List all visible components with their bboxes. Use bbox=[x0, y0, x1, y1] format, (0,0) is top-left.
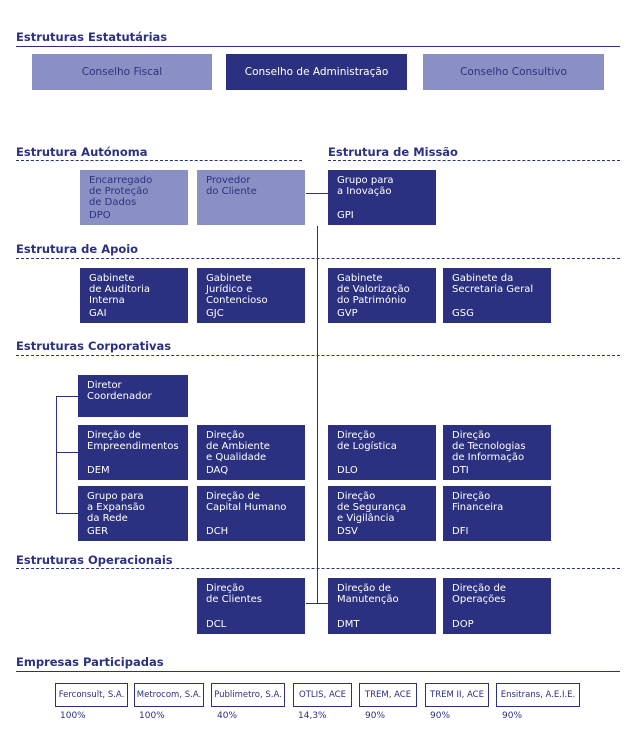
section-divider bbox=[328, 160, 620, 161]
unit-box-dmt: Direção de Manutenção DMT bbox=[328, 578, 436, 634]
section-corporativas: Estruturas Corporativas bbox=[16, 339, 172, 353]
main-spine-line bbox=[317, 226, 318, 604]
unit-name: Direção de Segurança e Vigilância bbox=[337, 491, 407, 524]
section-estatutarias: Estruturas Estatutárias bbox=[16, 30, 168, 44]
unit-code: DCH bbox=[206, 526, 229, 537]
unit-box-dpo: Encarregado de Proteção de Dados DPO bbox=[80, 170, 188, 225]
company-share-ferconsult: 100% bbox=[60, 711, 86, 721]
section-operacionais: Estruturas Operacionais bbox=[16, 553, 173, 567]
unit-code: GJC bbox=[206, 308, 224, 319]
unit-name: Grupo para a Expansão da Rede bbox=[87, 491, 145, 524]
unit-name: Direção de Operações bbox=[452, 583, 506, 605]
section-participadas: Empresas Participadas bbox=[16, 655, 164, 669]
bracket-top-line bbox=[56, 396, 78, 397]
unit-name: Direção de Capital Humano bbox=[206, 491, 287, 513]
unit-name: Grupo para a Inovação bbox=[337, 175, 394, 197]
section-divider bbox=[16, 568, 620, 569]
section-apoio: Estrutura de Apoio bbox=[16, 242, 139, 256]
company-share-ensitrans: 90% bbox=[502, 711, 523, 721]
bracket-mid-line bbox=[56, 452, 78, 453]
unit-code: DOP bbox=[452, 619, 474, 630]
section-divider bbox=[16, 46, 620, 47]
unit-code: GSG bbox=[452, 308, 474, 319]
unit-box-gvp: Gabinete de Valorização do Património GV… bbox=[328, 268, 436, 323]
unit-name: Gabinete de Valorização do Património bbox=[337, 273, 410, 306]
company-share-otlis: 14,3% bbox=[298, 711, 327, 721]
company-ferconsult: Ferconsult, S.A. bbox=[55, 683, 128, 707]
section-autonoma: Estrutura Autónoma bbox=[16, 145, 148, 159]
company-metrocom: Metrocom, S.A. bbox=[134, 683, 204, 707]
company-share-publimetro: 40% bbox=[217, 711, 238, 721]
unit-code: DSV bbox=[337, 526, 358, 537]
unit-box-gsg: Gabinete da Secretaria Geral GSG bbox=[443, 268, 551, 323]
unit-code: GPI bbox=[337, 210, 354, 221]
unit-box-gai: Gabinete de Auditoria Interna GAI bbox=[80, 268, 188, 323]
company-otlis: OTLIS, ACE bbox=[293, 683, 352, 707]
unit-name: Provedor do Cliente bbox=[206, 175, 257, 197]
unit-code: DPO bbox=[89, 210, 111, 221]
unit-code: DEM bbox=[87, 465, 110, 476]
unit-name: Diretor Coordenador bbox=[87, 380, 152, 402]
unit-name: Direção de Ambiente e Qualidade bbox=[206, 430, 270, 463]
section-missao: Estrutura de Missão bbox=[328, 145, 458, 159]
unit-code: DTI bbox=[452, 465, 469, 476]
unit-name: Direção de Tecnologias de Informação bbox=[452, 430, 526, 463]
unit-code: DMT bbox=[337, 619, 360, 630]
company-ensitrans: Ensitrans, A.E.I.E. bbox=[496, 683, 580, 707]
unit-name: Direção de Clientes bbox=[206, 583, 262, 605]
unit-box-dcl: Direção de Clientes DCL bbox=[197, 578, 305, 634]
unit-box-dch: Direção de Capital Humano DCH bbox=[197, 486, 305, 541]
unit-box-ger: Grupo para a Expansão da Rede GER bbox=[78, 486, 188, 541]
conselho-fiscal-box: Conselho Fiscal bbox=[32, 54, 212, 90]
unit-name: Direção de Logística bbox=[337, 430, 397, 452]
unit-name: Direção de Empreendimentos bbox=[87, 430, 179, 452]
unit-box-dsv: Direção de Segurança e Vigilância DSV bbox=[328, 486, 436, 541]
unit-box-provedor: Provedor do Cliente bbox=[197, 170, 305, 225]
company-trem: TREM, ACE bbox=[359, 683, 417, 707]
unit-box-diretor: Diretor Coordenador bbox=[78, 375, 188, 417]
unit-box-dfi: Direção Financeira DFI bbox=[443, 486, 551, 541]
unit-name: Encarregado de Proteção de Dados bbox=[89, 175, 153, 208]
unit-code: GVP bbox=[337, 308, 358, 319]
company-publimetro: Publimetro, S.A. bbox=[211, 683, 285, 707]
company-share-metrocom: 100% bbox=[139, 711, 165, 721]
unit-box-dem: Direção de Empreendimentos DEM bbox=[78, 425, 188, 480]
unit-code: DAQ bbox=[206, 465, 229, 476]
unit-code: DLO bbox=[337, 465, 358, 476]
dmt-connector-line bbox=[306, 603, 328, 604]
unit-name: Gabinete de Auditoria Interna bbox=[89, 273, 151, 306]
section-divider bbox=[16, 258, 620, 259]
unit-code: GER bbox=[87, 526, 109, 537]
unit-name: Gabinete Jurídico e Contencioso bbox=[206, 273, 268, 306]
unit-box-dti: Direção de Tecnologias de Informação DTI bbox=[443, 425, 551, 480]
unit-name: Gabinete da Secretaria Geral bbox=[452, 273, 534, 295]
left-bracket-line bbox=[56, 396, 57, 513]
unit-box-gpi: Grupo para a Inovação GPI bbox=[328, 170, 436, 225]
section-divider bbox=[16, 671, 620, 672]
unit-box-gjc: Gabinete Jurídico e Contencioso GJC bbox=[197, 268, 305, 323]
unit-box-dlo: Direção de Logística DLO bbox=[328, 425, 436, 480]
conselho-administracao-box: Conselho de Administração bbox=[226, 54, 407, 90]
company-trem-ii: TREM II, ACE bbox=[425, 683, 489, 707]
section-divider bbox=[16, 160, 302, 161]
unit-code: DFI bbox=[452, 526, 469, 537]
unit-code: GAI bbox=[89, 308, 107, 319]
unit-name: Direção de Manutenção bbox=[337, 583, 399, 605]
section-divider bbox=[16, 355, 620, 356]
bracket-bottom-line bbox=[56, 513, 78, 514]
provedor-connector-line bbox=[306, 193, 328, 194]
unit-name: Direção Financeira bbox=[452, 491, 504, 513]
company-share-trem-ii: 90% bbox=[430, 711, 451, 721]
unit-box-daq: Direção de Ambiente e Qualidade DAQ bbox=[197, 425, 305, 480]
unit-code: DCL bbox=[206, 619, 227, 630]
unit-box-dop: Direção de Operações DOP bbox=[443, 578, 551, 634]
conselho-consultivo-box: Conselho Consultivo bbox=[423, 54, 604, 90]
company-share-trem: 90% bbox=[365, 711, 386, 721]
